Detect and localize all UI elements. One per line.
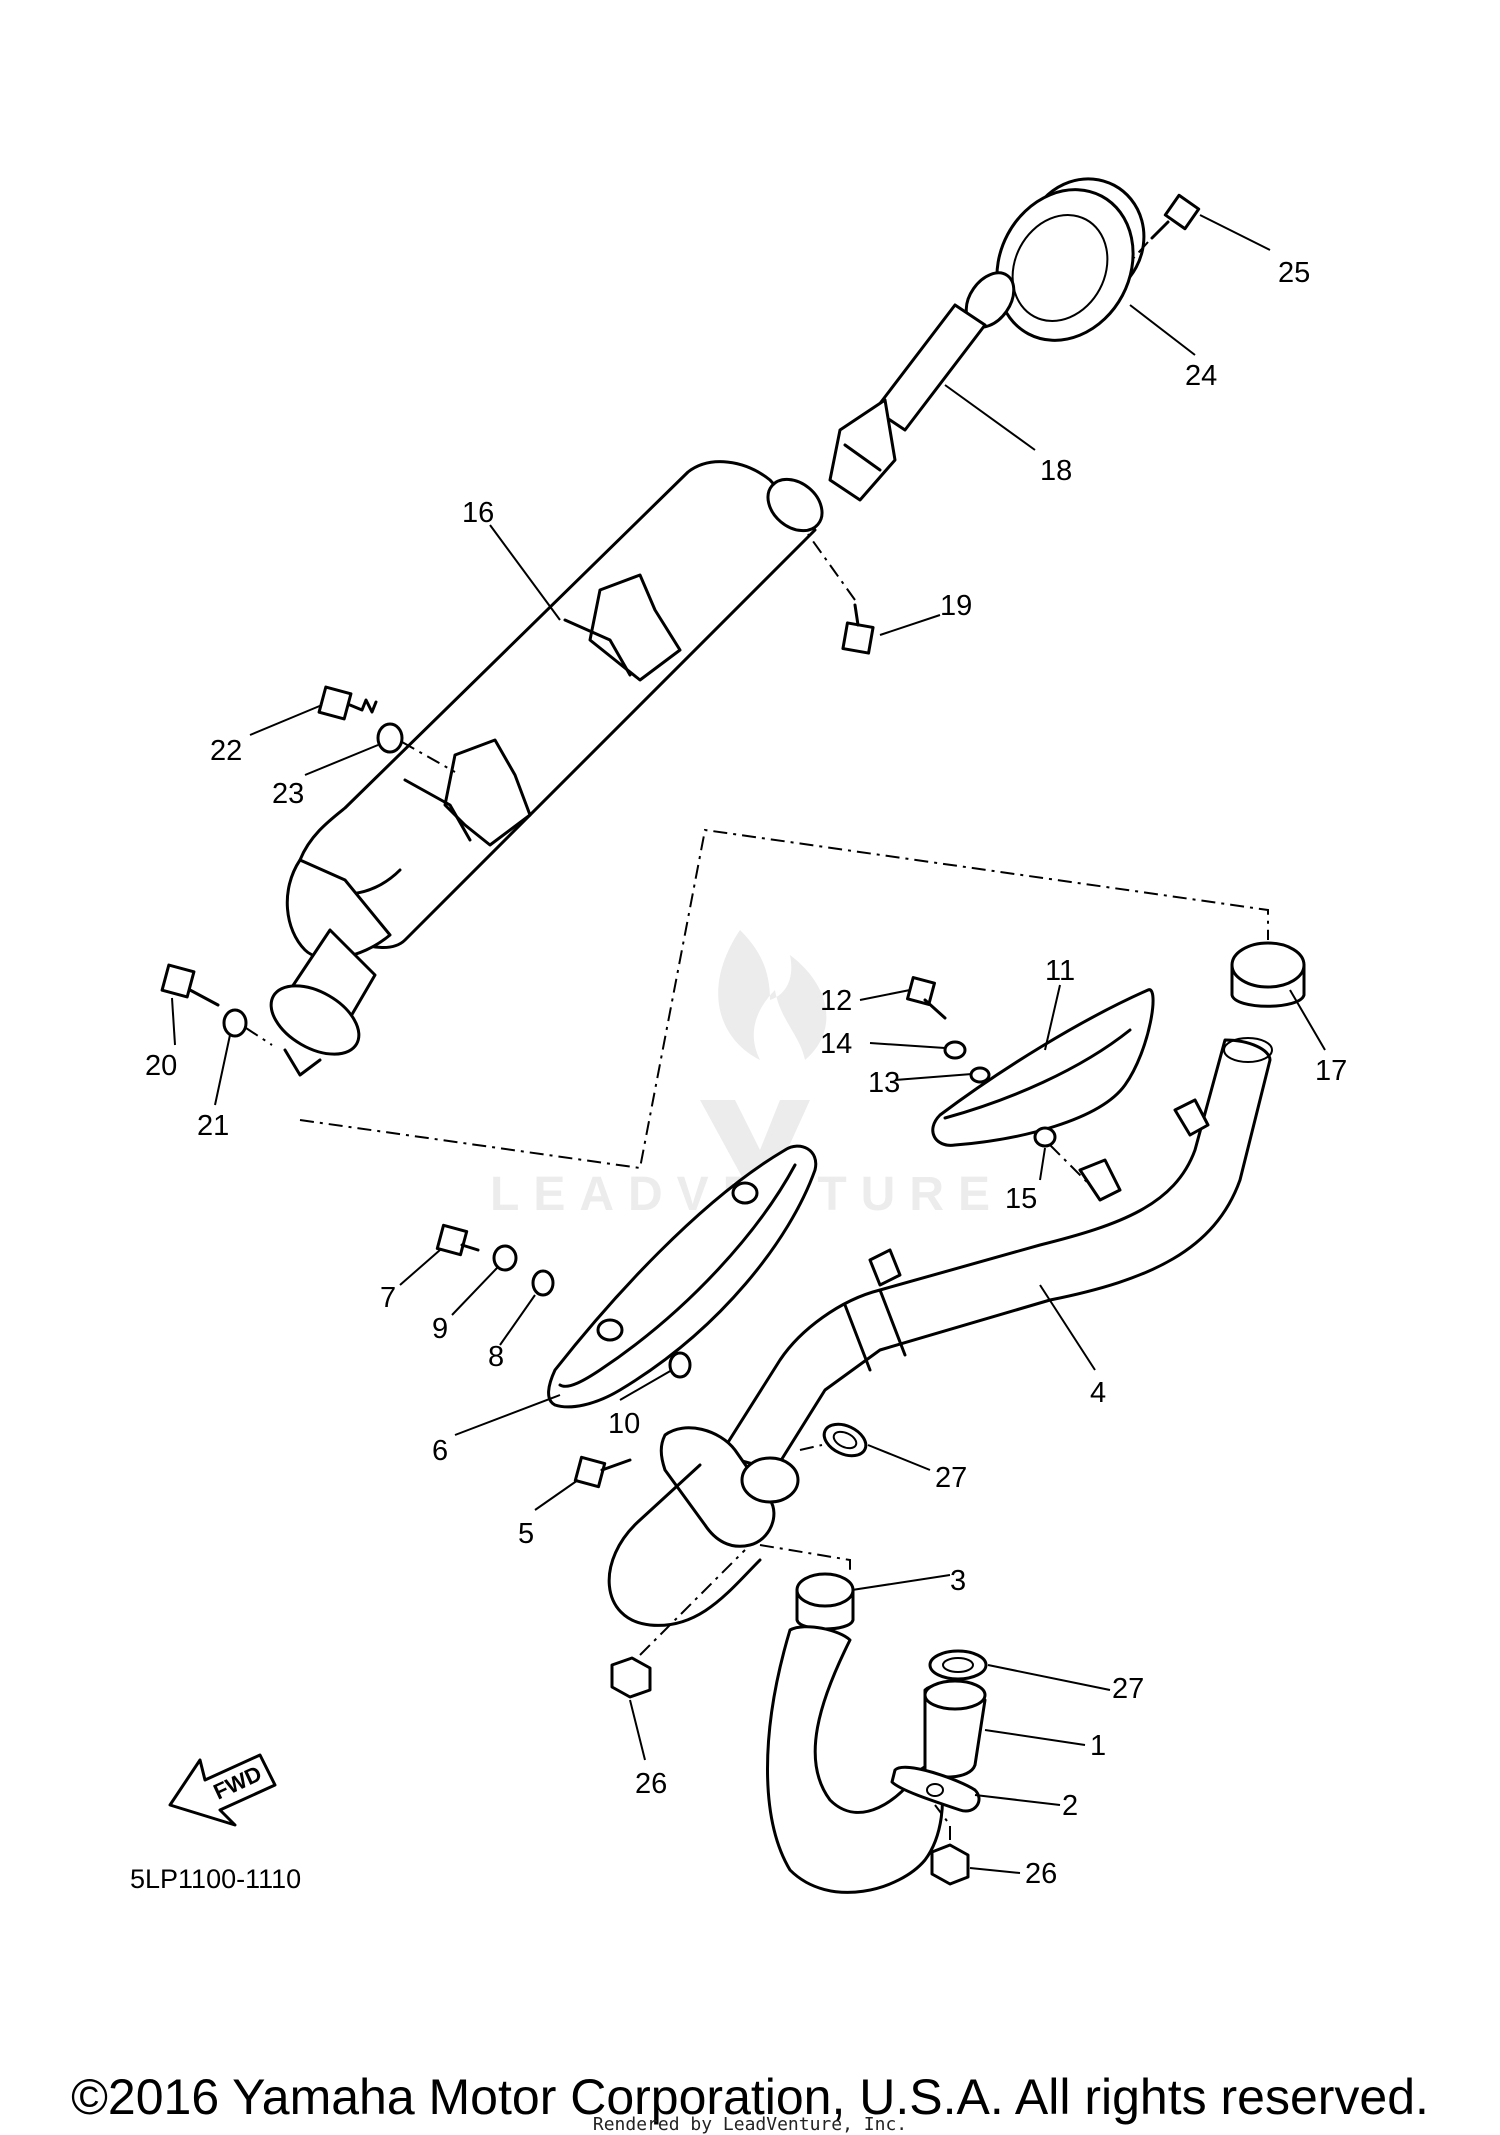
callout-19: 19 [940, 590, 972, 622]
fwd-arrow-icon: FWD [168, 1753, 277, 1827]
part-17-gasket [1230, 941, 1306, 1008]
callout-leaders [171, 214, 1326, 1874]
callout-22: 22 [210, 735, 242, 767]
part-22-guide [401, 741, 456, 773]
part-20-guide [245, 1027, 273, 1046]
callout-12: 12 [820, 985, 852, 1017]
part-4-exhaust-pipe [718, 1037, 1273, 1472]
callout-14: 14 [820, 1028, 852, 1060]
part-9-washer [492, 1244, 518, 1272]
part-21-washer [222, 1008, 248, 1038]
callout-4: 4 [1090, 1377, 1106, 1409]
part-12-bolt [906, 976, 947, 1020]
part-2-flange [890, 1765, 981, 1813]
part-26-lower-guide [934, 1804, 951, 1840]
callout-17: 17 [1315, 1055, 1347, 1087]
part-11-heat-shield [931, 988, 1155, 1147]
callout-labels: 25 24 18 19 16 22 23 20 21 11 12 14 13 1… [145, 257, 1347, 1890]
callout-23: 23 [272, 778, 304, 810]
part-26-nut-upper [610, 1656, 652, 1699]
part-1-header-pipe [766, 1625, 987, 1894]
callout-24: 24 [1185, 360, 1217, 392]
callout-20: 20 [145, 1050, 177, 1082]
callout-15: 15 [1005, 1183, 1037, 1215]
part-6-heat-shield [547, 1144, 818, 1409]
part-15-clamp [1033, 1126, 1057, 1148]
assembly-guide-line [299, 828, 1269, 1170]
callout-27b: 27 [1112, 1673, 1144, 1705]
part-8-washer [531, 1269, 555, 1297]
callout-18: 18 [1040, 455, 1072, 487]
part-7-bolt [435, 1223, 480, 1257]
part-26-nut-lower [930, 1843, 970, 1886]
part-23-washer [376, 722, 404, 754]
callout-8: 8 [488, 1341, 504, 1373]
part-15-guide [1049, 1144, 1091, 1186]
part-22-bolt [317, 685, 378, 721]
callout-16: 16 [462, 497, 494, 529]
callout-10: 10 [608, 1408, 640, 1440]
callout-5: 5 [518, 1518, 534, 1550]
callout-1: 1 [1090, 1730, 1106, 1762]
part-5-bolt [573, 1455, 632, 1489]
rendered-by-notice: Rendered by LeadVenture, Inc. [592, 2114, 908, 2135]
part-20-bolt [160, 963, 220, 1007]
part-19-bolt [841, 603, 875, 655]
part-10-washer [668, 1351, 692, 1379]
part-18-inner-pipe [828, 271, 1016, 502]
part-27-gasket-upper [822, 1422, 868, 1458]
diagram-code: 5LP1100-1110 [130, 1864, 301, 1894]
callout-27a: 27 [935, 1462, 967, 1494]
callout-26a: 26 [635, 1768, 667, 1800]
part-25-guide [1129, 241, 1149, 263]
callout-6: 6 [432, 1435, 448, 1467]
callout-11: 11 [1045, 955, 1075, 987]
exhaust-joint-flange [607, 1426, 800, 1627]
part-13-washer [969, 1066, 991, 1084]
part-25-bolt [1150, 193, 1201, 240]
part-24-end-cap [995, 177, 1146, 342]
part-27-upper-guide [799, 1444, 823, 1451]
part-19-guide [804, 529, 856, 601]
callout-3: 3 [950, 1565, 966, 1597]
part-26-upper-guide [639, 1549, 746, 1656]
callout-21: 21 [197, 1110, 229, 1142]
callout-13: 13 [868, 1067, 900, 1099]
callout-26b: 26 [1025, 1858, 1057, 1890]
callout-2: 2 [1062, 1790, 1078, 1822]
part-3-collar [795, 1572, 855, 1631]
copyright-notice: ©2016 Yamaha Motor Corporation, U.S.A. A… [71, 2069, 1429, 2125]
callout-9: 9 [432, 1313, 448, 1345]
part-27-gasket-lower [928, 1649, 988, 1681]
callout-25: 25 [1278, 257, 1310, 289]
part-14-washer [943, 1040, 967, 1060]
part-16-muffler [269, 460, 824, 1077]
callout-7: 7 [380, 1282, 396, 1314]
part-3-guide [759, 1544, 851, 1570]
